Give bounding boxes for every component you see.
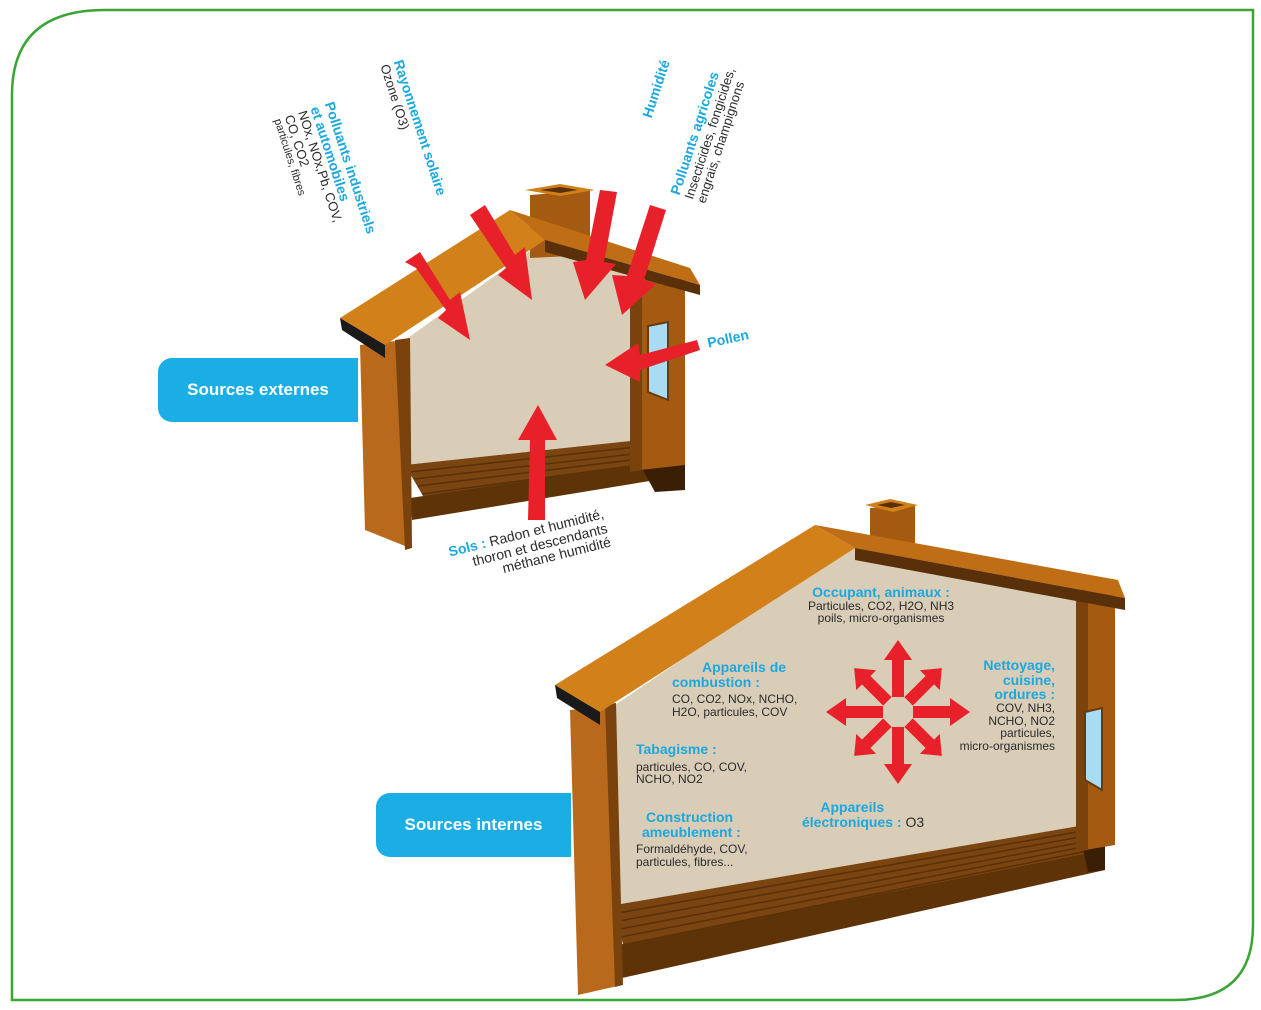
internal-roof-right <box>815 525 1125 598</box>
electronic-label: Appareils électroniques : O3 <box>802 799 925 830</box>
internal-floor-planks <box>617 829 1103 946</box>
internal-arrow-burst <box>826 640 970 784</box>
internal-sources-label: Sources internes <box>404 815 543 834</box>
arrow-soils <box>518 405 557 520</box>
internal-interior-wall <box>615 545 1085 905</box>
arrow-solar <box>470 205 532 300</box>
arrow-humidity <box>573 190 617 300</box>
arrow-industrial <box>405 252 470 340</box>
external-arrows <box>405 190 700 520</box>
internal-house <box>555 499 1125 995</box>
external-sources-label: Sources externes <box>187 380 329 399</box>
occupant-label: Occupant, animaux : Particules, CO2, H2O… <box>808 584 955 626</box>
tobacco-label: Tabagisme : particules, CO, COV, NCHO, N… <box>636 741 747 787</box>
combustion-label: Appareils de combustion : CO, CO2, NOx, … <box>672 659 798 719</box>
green-frame <box>10 8 1255 1002</box>
internal-sources-button[interactable]: Sources internes <box>376 793 571 857</box>
external-interior-wall <box>405 240 640 465</box>
cleaning-label: Nettoyage, cuisine, ordures : COV, NH3, … <box>959 657 1055 753</box>
external-sources-button[interactable]: Sources externes <box>158 358 358 422</box>
arrow-pollen <box>605 340 700 382</box>
construction-label: Construction ameublement : Formaldéhyde,… <box>636 809 748 869</box>
arrow-agricultural <box>612 205 666 315</box>
internal-window <box>1084 706 1103 792</box>
internal-roof-left <box>555 525 855 712</box>
